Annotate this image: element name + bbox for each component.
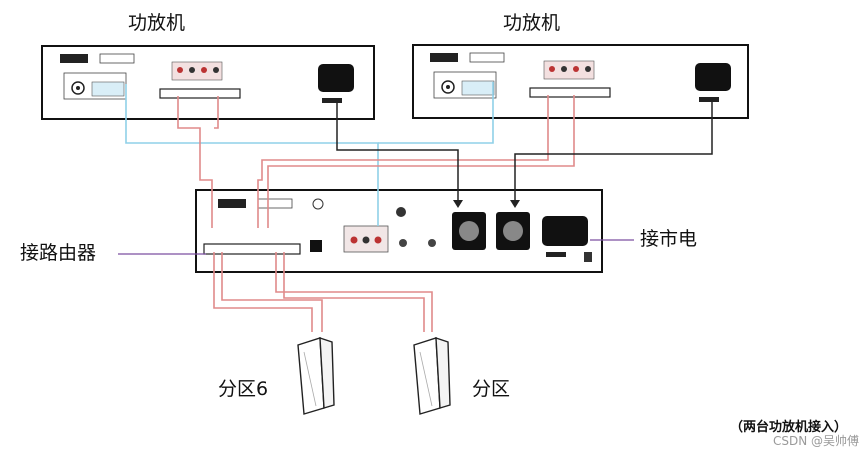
speaker-wires (177, 95, 575, 332)
amplifier-left (41, 45, 375, 120)
amp-right-title: 功放机 (503, 12, 561, 34)
amp-left-title: 功放机 (128, 12, 186, 34)
diagram-caption: （两台功放机接入） (729, 420, 847, 435)
power-wires (336, 101, 713, 208)
router-label: 接路由器 (20, 242, 97, 264)
watermark: CSDN @吴帅傅 (772, 434, 859, 448)
central-controller (195, 189, 603, 273)
mains-label: 接市电 (640, 228, 698, 250)
speaker-zone-b (413, 337, 451, 415)
signal-wires (125, 82, 494, 226)
speaker-zone-a (297, 337, 335, 415)
zone-b-label: 分区 (472, 378, 511, 400)
amplifier-right (412, 44, 749, 119)
zone-a-label: 分区6 (218, 378, 269, 400)
